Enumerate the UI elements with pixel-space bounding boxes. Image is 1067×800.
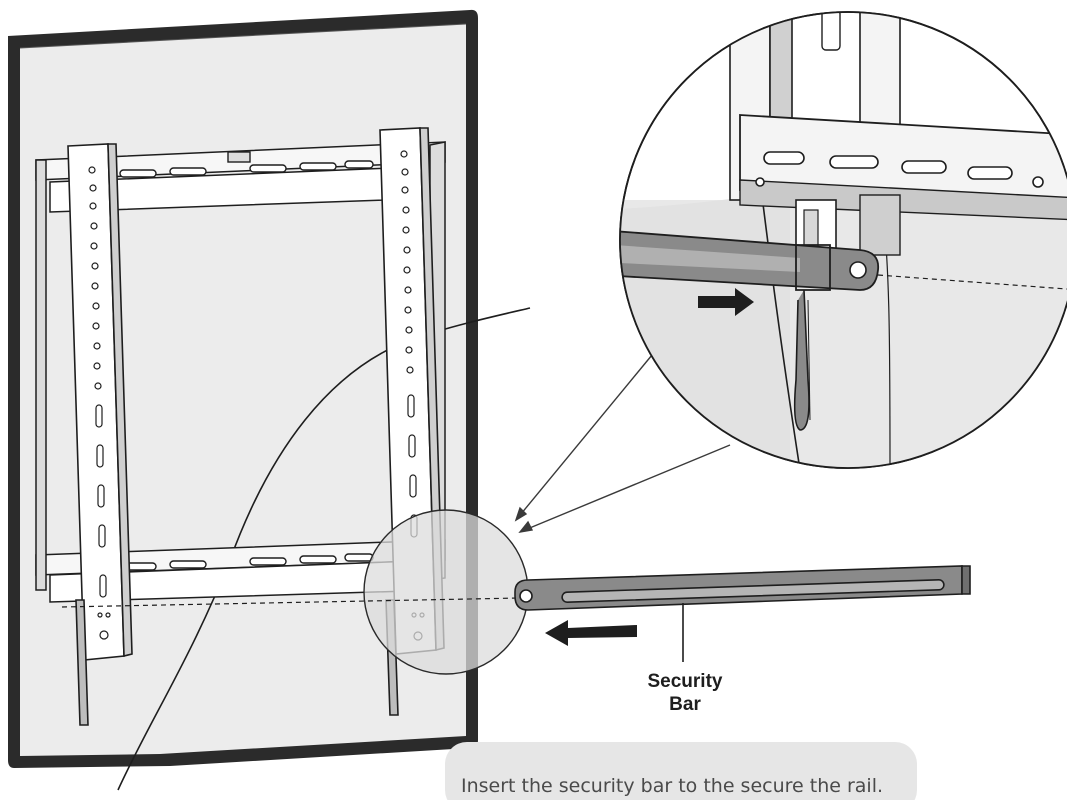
arrow-left-icon [545,620,637,646]
caption-box [445,742,917,800]
security-bar-label-line2: Bar [669,694,701,715]
zoom-target-circle [363,509,529,675]
zoom-connectors [514,354,731,533]
top-rail-slots [119,151,374,178]
zoom-detail [619,11,1067,469]
alignment-dashed-line [61,597,521,608]
cutaway-curve [117,307,531,791]
left-bracket [67,143,133,726]
security-bar-label-line1: Security [647,671,723,692]
caption-text: Insert the security bar to the secure th… [461,775,884,797]
security-bar [514,565,971,611]
security-bar-label: Security Bar [600,670,770,716]
arrow-right-icon [698,288,754,316]
